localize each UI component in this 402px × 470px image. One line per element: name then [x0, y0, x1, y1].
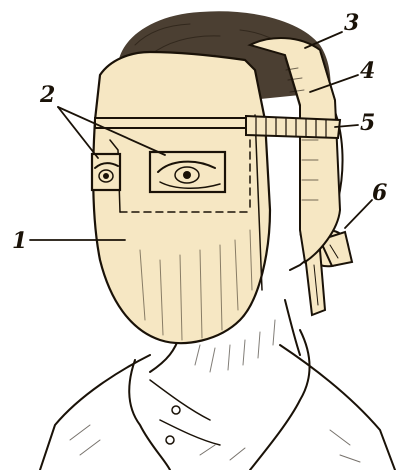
label-6: 6 — [372, 180, 387, 206]
collar — [40, 330, 395, 470]
collar-button — [172, 406, 180, 414]
collar-button-lower — [166, 436, 174, 444]
label-2: 2 — [39, 82, 55, 108]
eye-openings — [92, 152, 225, 192]
label-3: 3 — [344, 10, 359, 36]
label-4: 4 — [360, 58, 375, 84]
label-5: 5 — [360, 110, 375, 136]
mask-panel — [93, 52, 270, 343]
label-1: 1 — [12, 228, 27, 254]
buckle-band — [246, 116, 340, 138]
